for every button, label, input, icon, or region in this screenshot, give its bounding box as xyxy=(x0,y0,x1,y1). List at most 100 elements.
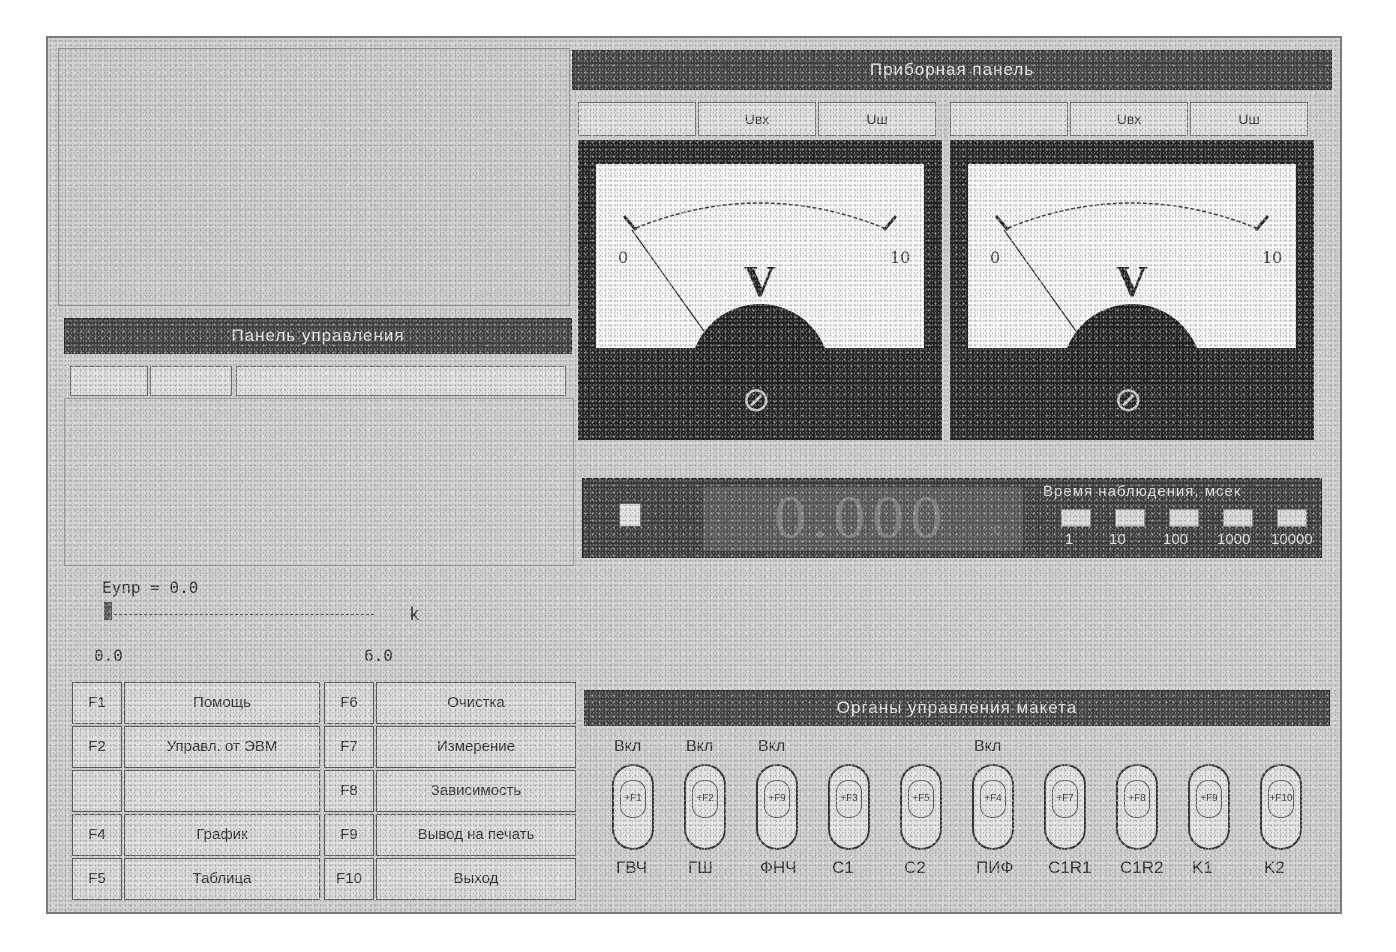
counter-suffix: c xyxy=(993,521,1001,538)
control-panel-title: Панель управления xyxy=(64,318,572,354)
slider-max-label: 6.0 xyxy=(364,646,393,665)
fkey-code[interactable]: F5 xyxy=(72,858,122,900)
control-tab-2[interactable] xyxy=(150,366,232,396)
fkey-code[interactable]: F8 xyxy=(324,770,374,812)
switch-name-label: K1 xyxy=(1192,858,1213,877)
zero-adjust-icon[interactable]: ⊘ xyxy=(1114,381,1143,419)
fkey-code[interactable]: F4 xyxy=(72,814,122,856)
model-controls-title: Органы управления макета xyxy=(584,690,1330,726)
fkey-code[interactable]: F7 xyxy=(324,726,374,768)
switch-key-cap: +F4 xyxy=(980,780,1006,818)
zero-adjust-icon[interactable]: ⊘ xyxy=(742,381,771,419)
control-tab-3[interactable] xyxy=(236,366,566,396)
fkey-button[interactable]: Вывод на печать xyxy=(376,814,576,856)
obs-time-label: 10 xyxy=(1109,531,1126,548)
meter-tab[interactable]: Uвх xyxy=(698,102,816,136)
control-panel-body xyxy=(64,398,574,566)
scale-max-label: 10 xyxy=(890,248,911,267)
meter-tab[interactable] xyxy=(950,102,1068,136)
switch-name-label: ПИФ xyxy=(976,858,1014,877)
slider-thumb[interactable] xyxy=(104,602,112,620)
model-toggle-switch[interactable]: +F4 xyxy=(972,764,1014,850)
fkey-button[interactable]: Управл. от ЭВМ xyxy=(124,726,320,768)
fkey-button[interactable]: Измерение xyxy=(376,726,576,768)
e-control-readout: Eупр = 0.0 xyxy=(102,578,199,597)
switch-name-label: C1 xyxy=(832,858,854,877)
model-toggle-switch[interactable]: +F5 xyxy=(900,764,942,850)
model-toggle-switch[interactable]: +F9 xyxy=(756,764,798,850)
control-slider[interactable] xyxy=(104,614,374,621)
counter-indicator xyxy=(619,503,641,527)
model-toggle-switch[interactable]: +F1 xyxy=(612,764,654,850)
model-toggle-switch[interactable]: +F7 xyxy=(1044,764,1086,850)
blank-display-area xyxy=(58,48,570,306)
fkey-button[interactable]: График xyxy=(124,814,320,856)
switch-key-cap: +F8 xyxy=(1124,780,1150,818)
instrument-panel-title: Приборная панель xyxy=(572,50,1332,90)
switch-key-cap: +F7 xyxy=(1052,780,1078,818)
switch-on-label: Вкл xyxy=(686,738,714,755)
switch-key-cap: +F9 xyxy=(764,780,790,818)
switch-name-label: C1R1 xyxy=(1048,858,1092,877)
fkey-button[interactable]: Выход xyxy=(376,858,576,900)
model-toggle-switch[interactable]: +F2 xyxy=(684,764,726,850)
obs-time-label: 100 xyxy=(1163,531,1189,548)
switch-name-label: C1R2 xyxy=(1120,858,1164,877)
obs-time-radio[interactable] xyxy=(1277,509,1307,527)
control-tab-1[interactable] xyxy=(70,366,148,396)
unit-label: V xyxy=(744,257,776,306)
model-toggle-switch[interactable]: +F8 xyxy=(1116,764,1158,850)
obs-time-radio[interactable] xyxy=(1169,509,1199,527)
fkey-button[interactable]: Зависимость xyxy=(376,770,576,812)
switch-on-label: Вкл xyxy=(758,738,786,755)
switch-name-label: C2 xyxy=(904,858,926,877)
counter-display: 0.000 c xyxy=(703,487,1023,551)
obs-time-radio[interactable] xyxy=(1223,509,1253,527)
obs-time-label: 1 xyxy=(1065,531,1074,548)
meter-tab[interactable]: Uш xyxy=(818,102,936,136)
switch-on-label: Вкл xyxy=(974,738,1002,755)
fkey-button[interactable]: Помощь xyxy=(124,682,320,724)
model-toggle-switch[interactable]: +F9 xyxy=(1188,764,1230,850)
scale-min-label: 0 xyxy=(618,248,629,267)
model-toggle-switch[interactable]: +F10 xyxy=(1260,764,1302,850)
switch-key-cap: +F2 xyxy=(692,780,718,818)
model-toggle-switch[interactable]: +F3 xyxy=(828,764,870,850)
fkey-button[interactable]: Очистка xyxy=(376,682,576,724)
fkey-button[interactable]: Таблица xyxy=(124,858,320,900)
switch-key-cap: +F1 xyxy=(620,780,646,818)
meter-tab[interactable]: Uвх xyxy=(1070,102,1188,136)
fkey-code[interactable] xyxy=(72,770,122,812)
obs-time-radio[interactable] xyxy=(1061,509,1091,527)
switch-on-label: Вкл xyxy=(614,738,642,755)
scale-max-label: 10 xyxy=(1262,248,1283,267)
k-label: k xyxy=(410,604,419,624)
fkey-code[interactable]: F6 xyxy=(324,682,374,724)
switch-key-cap: +F9 xyxy=(1196,780,1222,818)
fkey-code[interactable]: F10 xyxy=(324,858,374,900)
meter-tab[interactable] xyxy=(578,102,696,136)
control-panel-tabs xyxy=(70,366,566,396)
fkey-code[interactable]: F9 xyxy=(324,814,374,856)
status-area: Eупр = 0.0 k 0.0 6.0 xyxy=(64,568,574,676)
switch-name-label: K2 xyxy=(1264,858,1285,877)
fkey-code[interactable]: F1 xyxy=(72,682,122,724)
obs-time-label: 1000 xyxy=(1217,531,1251,548)
fkey-code[interactable]: F2 xyxy=(72,726,122,768)
app-screen: Панель управления Eупр = 0.0 k 0.0 6.0 F… xyxy=(46,36,1342,914)
meter-tab[interactable]: Uш xyxy=(1190,102,1308,136)
switch-name-label: ГВЧ xyxy=(616,858,648,877)
fkey-button[interactable] xyxy=(124,770,320,812)
obs-time-radio[interactable] xyxy=(1115,509,1145,527)
observation-time-label: Время наблюдения, мсек xyxy=(1043,483,1242,500)
switch-name-label: ГШ xyxy=(688,858,713,877)
